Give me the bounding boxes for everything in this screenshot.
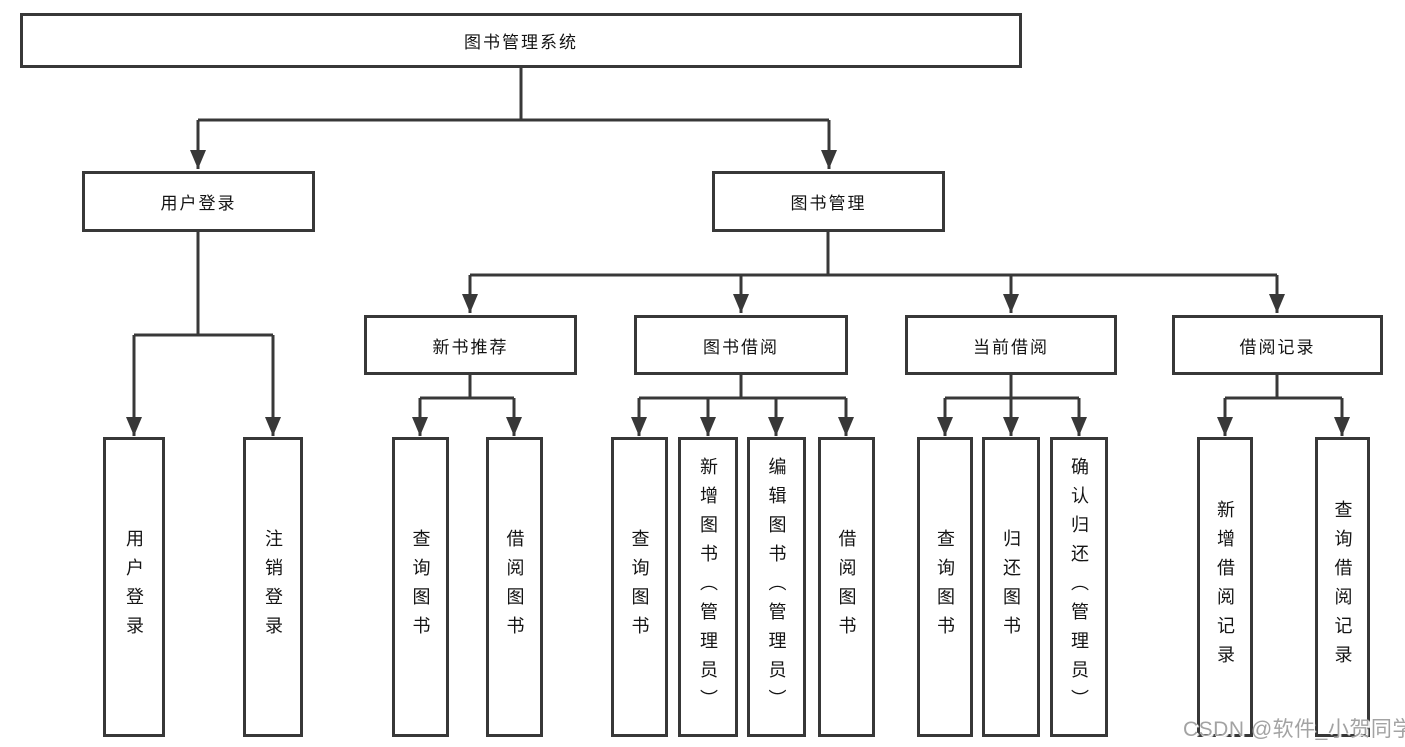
leaf-records-add-borrow-record: 新增借阅记录 xyxy=(1197,437,1253,737)
leaf-logout: 注销登录 xyxy=(243,437,303,737)
node-new-book-recommendation: 新书推荐 xyxy=(364,315,577,375)
leaf-borrowing-add-books-admin: 新增图书（管理员） xyxy=(678,437,738,737)
leaf-user-login: 用户登录 xyxy=(103,437,165,737)
node-borrowing-records: 借阅记录 xyxy=(1172,315,1383,375)
leaf-recommend-borrow-books: 借阅图书 xyxy=(486,437,543,737)
leaf-current-query-books: 查询图书 xyxy=(917,437,973,737)
node-current-borrowing: 当前借阅 xyxy=(905,315,1117,375)
leaf-borrowing-query-books: 查询图书 xyxy=(611,437,668,737)
node-user-login: 用户登录 xyxy=(82,171,315,232)
leaf-borrowing-borrow-books: 借阅图书 xyxy=(818,437,875,737)
node-book-management: 图书管理 xyxy=(712,171,945,232)
leaf-recommend-query-books: 查询图书 xyxy=(392,437,449,737)
node-library-management-system: 图书管理系统 xyxy=(20,13,1022,68)
node-book-borrowing: 图书借阅 xyxy=(634,315,848,375)
leaf-current-confirm-return-admin: 确认归还（管理员） xyxy=(1050,437,1108,737)
leaf-borrowing-edit-books-admin: 编辑图书（管理员） xyxy=(747,437,806,737)
watermark: CSDN @软件_小贺同学 xyxy=(1183,718,1405,741)
leaf-current-return-books: 归还图书 xyxy=(982,437,1040,737)
leaf-records-query-borrow-record: 查询借阅记录 xyxy=(1315,437,1370,737)
